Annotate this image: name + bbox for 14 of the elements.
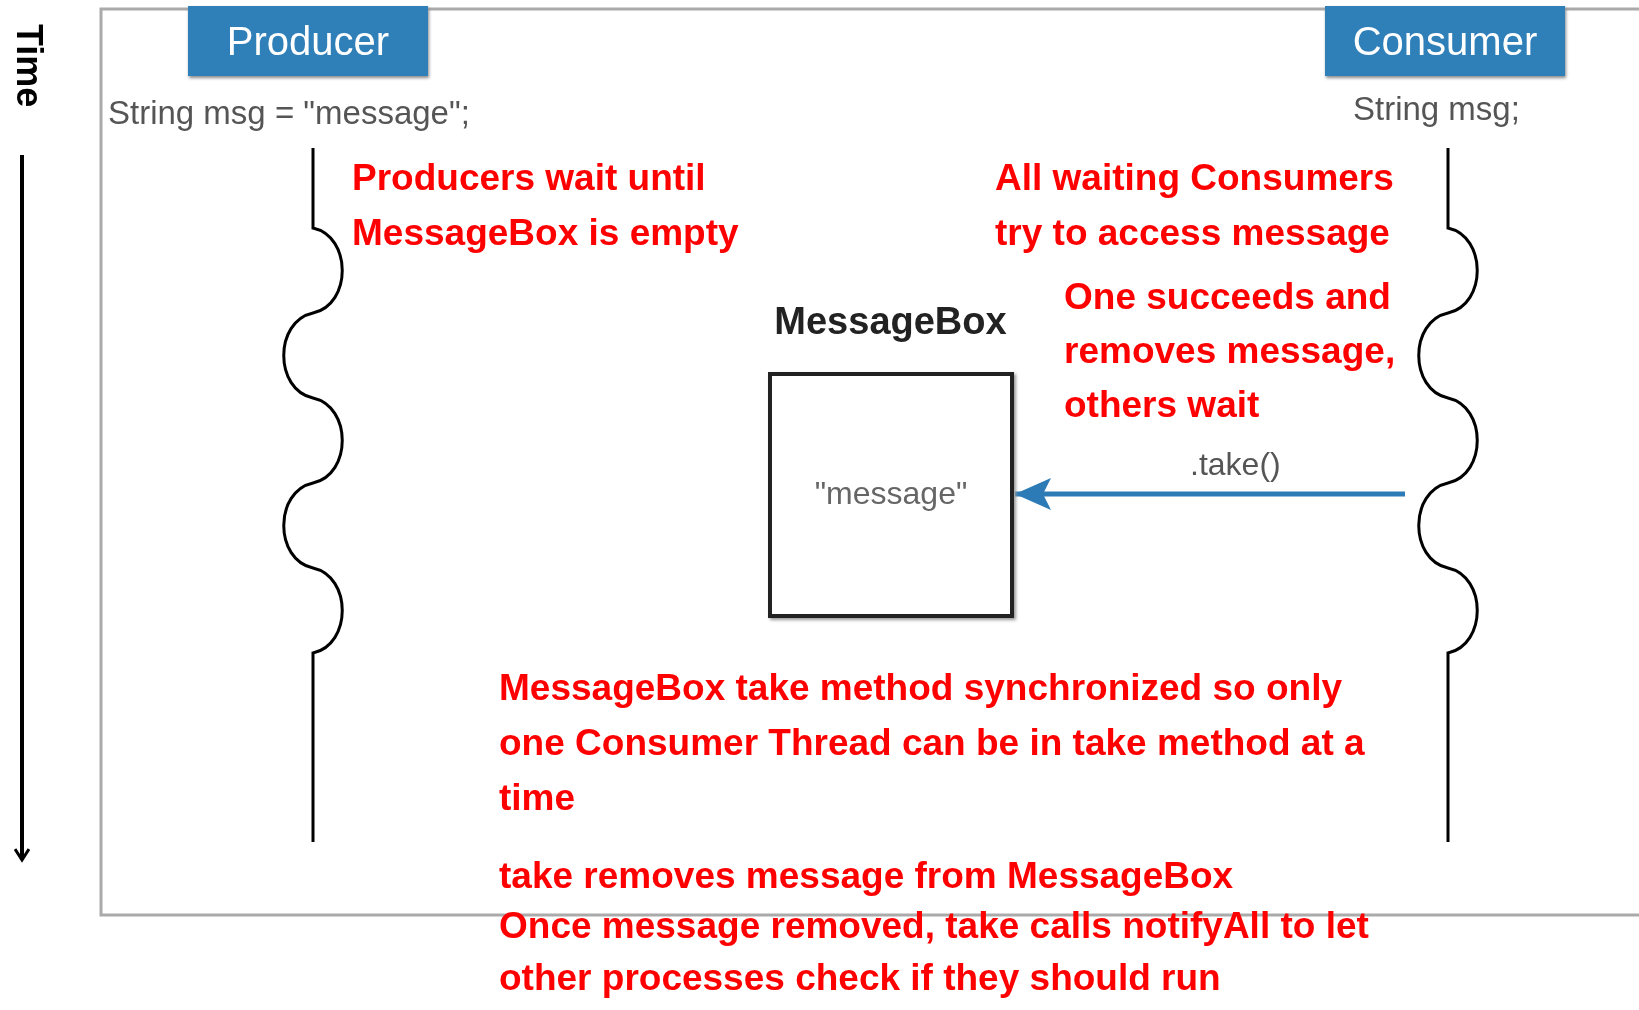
box-content: "message"	[813, 475, 969, 512]
header-box: Consumer	[1325, 6, 1565, 76]
axis-label: Time	[8, 24, 50, 108]
note-text: All waiting Consumers try to access message	[995, 156, 1395, 255]
note-text: take removes message from MessageBox	[499, 854, 1235, 898]
box-title: MessageBox	[773, 300, 1008, 343]
note-text: Once message removed, take calls notifyAll to let other processes check if they should run	[499, 904, 1370, 1000]
note-text: MessageBox take method synchronized so only one Consumer Thread can be in take method at a time	[499, 666, 1366, 820]
code-text: String msg;	[1353, 90, 1520, 128]
code-text: String msg = "message";	[108, 94, 470, 132]
note-text: One succeeds and removes message, others wait	[1064, 275, 1397, 427]
note-text: Producers wait until MessageBox is empty	[352, 156, 740, 255]
header-box: Producer	[188, 6, 428, 76]
arrow	[1015, 478, 1405, 510]
